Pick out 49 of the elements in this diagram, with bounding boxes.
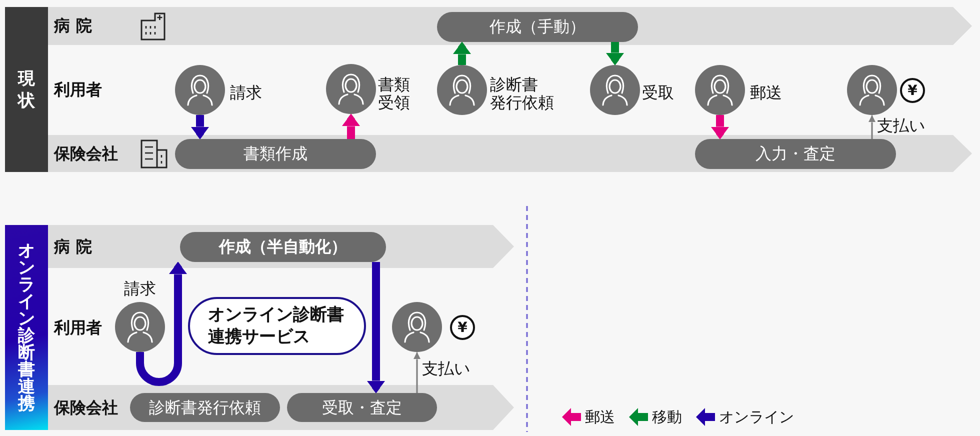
legend-label: 郵送 xyxy=(585,408,615,426)
lane-label: 利用者 xyxy=(54,318,102,338)
service-step: オンライン診断書連携サービス xyxy=(188,297,366,355)
arrow xyxy=(453,42,471,65)
yen-symbol: ¥ xyxy=(450,315,475,340)
step-caption: 郵送 xyxy=(750,84,783,102)
person-icon xyxy=(392,302,442,352)
process-step: 診断書発行依頼 xyxy=(130,393,280,422)
legend-label: 移動 xyxy=(652,408,682,426)
process-step: 受取・査定 xyxy=(287,393,437,422)
step-caption: 診断書発行依頼 xyxy=(490,76,555,112)
arrow xyxy=(136,262,187,386)
edge-label: 支払い xyxy=(422,360,470,378)
person-icon xyxy=(695,65,745,115)
swimlane xyxy=(48,385,514,430)
step-caption: 請求 xyxy=(230,84,263,102)
section-label: 現状 xyxy=(5,7,48,172)
arrow xyxy=(414,352,420,393)
swimlane xyxy=(48,135,972,172)
person-icon xyxy=(175,65,225,115)
swimlane xyxy=(48,225,514,268)
arrow xyxy=(191,115,209,139)
step-caption: 請求 xyxy=(124,280,157,298)
section-label: オンライン診断書連携 xyxy=(5,225,48,430)
edge-label: 支払い xyxy=(877,117,925,135)
process-step: 作成（半自動化） xyxy=(180,232,386,262)
arrow xyxy=(606,42,624,65)
lane-label: 利用者 xyxy=(54,80,102,100)
lane-label: 保険会社 xyxy=(54,398,118,418)
lane-label: 病院 xyxy=(54,16,98,36)
process-step: 入力・査定 xyxy=(695,139,896,169)
process-step: 作成（手動） xyxy=(437,12,638,42)
step-caption: 書類受領 xyxy=(378,76,411,112)
yen-symbol: ¥ xyxy=(900,78,925,103)
person-icon xyxy=(847,65,897,115)
person-icon xyxy=(590,65,640,115)
person-icon xyxy=(437,65,487,115)
arrow xyxy=(367,262,385,393)
arrow xyxy=(868,115,876,139)
arrow xyxy=(342,114,360,139)
legend-label: オンライン xyxy=(719,408,794,426)
step-caption: 受取 xyxy=(642,84,675,102)
arrow xyxy=(711,115,729,139)
person-icon xyxy=(115,302,165,352)
swimlane xyxy=(48,7,972,45)
lane-label: 保険会社 xyxy=(54,144,118,164)
lane-label: 病院 xyxy=(54,236,98,256)
person-icon xyxy=(326,64,376,114)
process-step: 書類作成 xyxy=(175,139,376,169)
